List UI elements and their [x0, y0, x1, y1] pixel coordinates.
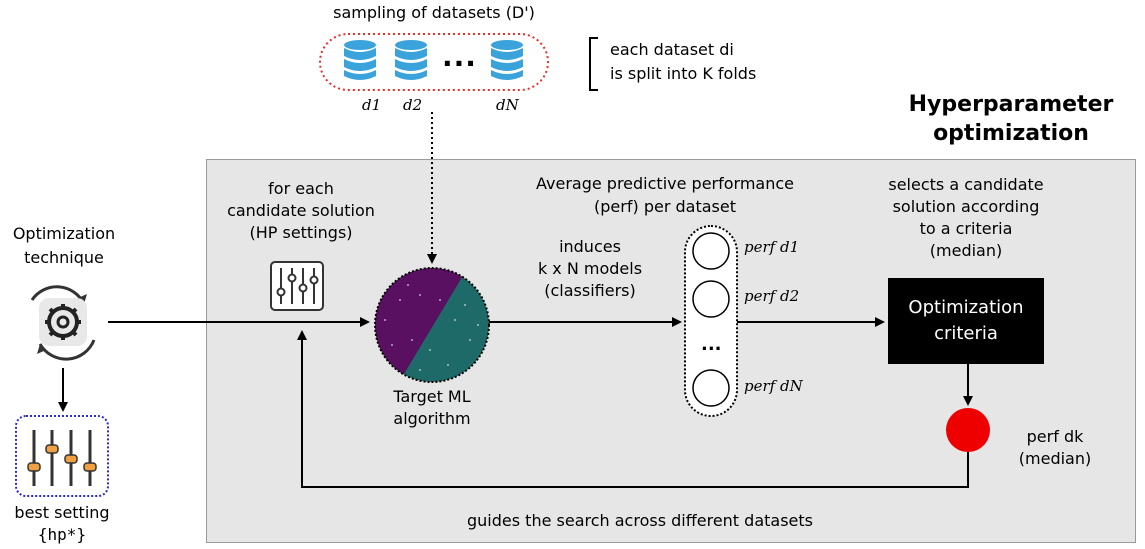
page-title: Hyperparameter optimization: [908, 92, 1114, 146]
median-dot: [946, 408, 990, 452]
perf-label-d1: perf d1: [744, 238, 800, 256]
selects-label: selects a candidate solution according t…: [888, 175, 1044, 260]
gear-cycle-icon: [30, 285, 96, 361]
dataset-label-d2: d2: [403, 96, 423, 114]
perf-circle-d1: [692, 232, 730, 270]
optimization-criteria-box: Optimization criteria: [888, 278, 1044, 364]
sampling-label: sampling of datasets (D'): [333, 3, 535, 22]
perf-ellipsis: ...: [701, 334, 722, 355]
perf-dk-label: perf dk (median): [1018, 427, 1092, 468]
best-setting-label: best setting: [14, 503, 110, 522]
dataset-label-dn: dN: [496, 96, 519, 114]
fold-note-line1: each dataset di: [610, 40, 734, 59]
guides-label: guides the search across different datas…: [467, 511, 813, 530]
sliders-icon-best: [27, 430, 97, 486]
induces-label: induces k x N models (classifiers): [537, 237, 643, 300]
target-ml-label: Target ML algorithm: [393, 387, 471, 428]
sliders-icon-hp: [270, 261, 324, 311]
fold-note-bracket: [589, 37, 598, 91]
fold-note-line2: is split into K folds: [610, 64, 757, 83]
dataset-label-d1: d1: [362, 96, 382, 114]
perf-circle-d2: [692, 280, 730, 318]
feedback-loop-line: [297, 330, 969, 488]
ml-algorithm-icon: [374, 267, 490, 383]
best-setting-box: [15, 415, 109, 497]
candidate-label: for each candidate solution (HP settings…: [227, 179, 375, 242]
perf-circle-dn: [692, 369, 730, 407]
perf-label-d2: perf d2: [744, 287, 800, 305]
perf-label-dn: perf dN: [744, 377, 803, 395]
avg-perf-label: Average predictive performance (perf) pe…: [536, 174, 794, 216]
optimization-technique-label: Optimization technique: [12, 224, 116, 267]
database-icon-dn: [491, 40, 523, 80]
database-icon-d2: [395, 40, 427, 80]
best-setting-symbol: {hp*}: [37, 525, 87, 544]
database-icon-d1: [344, 40, 376, 80]
dataset-ellipsis: ...: [442, 40, 477, 73]
